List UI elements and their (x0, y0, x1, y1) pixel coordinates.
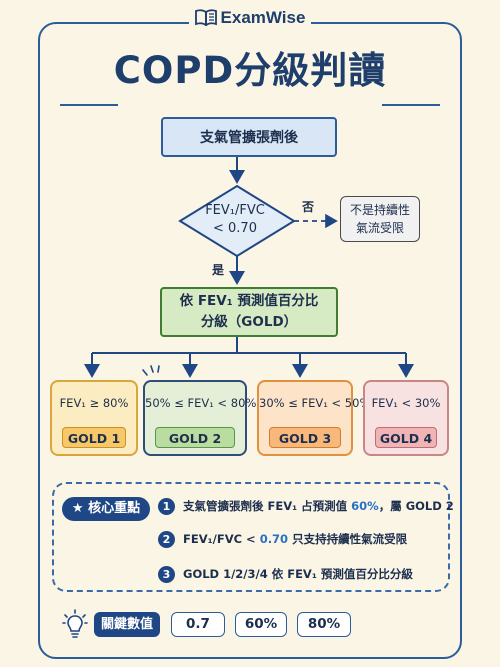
key-points-panel (52, 482, 450, 592)
number-badge: 3 (158, 566, 175, 583)
key-point-text: 支氣管擴張劑後 FEV₁ 占預測值 (183, 499, 352, 513)
stage-grade: GOLD 4 (375, 427, 437, 448)
key-point-text: FEV₁/FVC < (183, 532, 260, 546)
key-points-tag: ★ 核心重點 (62, 497, 150, 521)
number-badge: 2 (158, 531, 175, 548)
brand-name: ExamWise (220, 8, 306, 27)
page-title: COPD分級判讀 (113, 49, 387, 92)
stage-card-gold2: 50% ≤ FEV₁ < 80% GOLD 2 (143, 380, 257, 456)
brand-logo: ExamWise (0, 8, 500, 28)
key-value-chip: 0.7 (171, 612, 225, 637)
decision-line2: < 0.70 (213, 221, 257, 236)
key-point-highlight: 60% (351, 499, 379, 513)
stage-card-gold4: FEV₁ < 30% GOLD 4 (363, 380, 449, 456)
decision-line1: FEV₁/FVC (205, 203, 265, 218)
key-value-chip: 80% (297, 612, 351, 637)
key-point-1: 1 支氣管擴張劑後 FEV₁ 占預測值 60%，屬 GOLD 2 (158, 498, 454, 515)
key-point-highlight: 0.70 (259, 532, 289, 546)
stage-card-gold3: 30% ≤ FEV₁ < 50% GOLD 3 (257, 380, 371, 456)
highlight-sparks (142, 365, 160, 376)
stage-range: FEV₁ ≥ 80% (59, 396, 129, 410)
lightbulb-icon (62, 609, 88, 638)
title-rule-right (382, 104, 440, 106)
start-box: 支氣管擴張劑後 (161, 117, 337, 157)
stage-grade: GOLD 1 (62, 427, 126, 448)
key-point-text: GOLD 1/2/3/4 依 FEV₁ 預測值百分比分級 (183, 567, 413, 581)
title-rule-left (60, 104, 118, 106)
key-point-2: 2 FEV₁/FVC < 0.70 只支持持續性氣流受限 (158, 531, 407, 548)
no-result-line2: 氣流受限 (355, 221, 404, 235)
grading-line1: 依 FEV₁ 預測值百分比 (179, 293, 319, 309)
stage-grade: GOLD 2 (155, 427, 235, 448)
no-result-box: 不是持續性 氣流受限 (340, 196, 420, 242)
no-result-line1: 不是持續性 (349, 203, 410, 217)
stage-range: 30% ≤ FEV₁ < 50% (259, 396, 371, 410)
key-value-chip: 60% (235, 612, 287, 637)
open-book-icon (194, 9, 217, 26)
key-point-3: 3 GOLD 1/2/3/4 依 FEV₁ 預測值百分比分級 (158, 566, 413, 583)
key-point-text-end: ，屬 GOLD 2 (378, 499, 454, 513)
decision-label: FEV₁/FVC < 0.70 (184, 202, 286, 238)
grading-box: 依 FEV₁ 預測值百分比 分級（GOLD） (160, 287, 338, 337)
stage-card-gold1: FEV₁ ≥ 80% GOLD 1 (50, 380, 138, 456)
yes-label: 是 (212, 263, 225, 277)
key-point-text-end: 只支持持續性氣流受限 (288, 532, 408, 546)
grading-line2: 分級（GOLD） (200, 314, 298, 330)
no-label: 否 (302, 200, 315, 214)
number-badge: 1 (158, 498, 175, 515)
stage-grade: GOLD 3 (269, 427, 341, 448)
stage-range: 50% ≤ FEV₁ < 80% (145, 396, 257, 410)
key-values-tag: 關鍵數值 (94, 612, 160, 637)
stage-range: FEV₁ < 30% (371, 396, 441, 410)
